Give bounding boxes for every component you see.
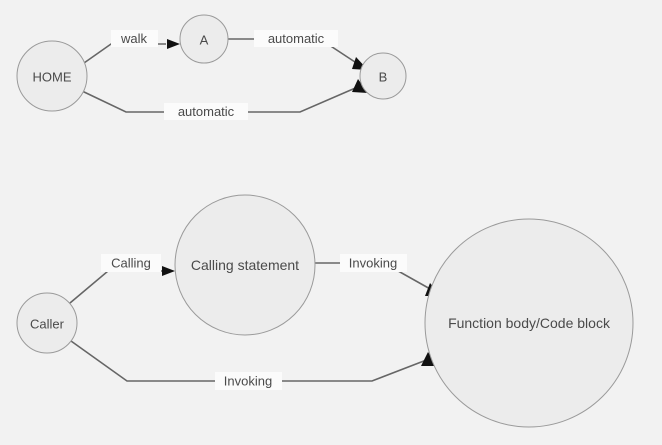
node-function-body-label: Function body/Code block [448,315,611,331]
function-invocation-diagram: Calling Invoking Invoking Caller [16,194,634,428]
node-calling-statement-circle [174,194,316,336]
edge-caller-to-calling-statement-line [69,270,162,304]
edge-caller-to-calling-statement[interactable]: Calling [69,254,175,304]
edge-home-to-b-label-bg [164,103,248,120]
edge-calling-statement-to-function-body-label: Invoking [349,256,397,271]
node-a-label: A [200,33,209,48]
node-calling-statement-label: Calling statement [191,257,299,273]
node-caller-label: Caller [30,317,65,332]
edge-home-to-b-label: automatic [178,104,235,119]
state-transition-diagram: walk automatic automatic HOME [16,14,407,120]
edge-home-to-b[interactable]: automatic [81,79,368,120]
node-b-label: B [379,70,388,85]
edge-caller-to-function-body-label: Invoking [224,374,272,389]
edge-caller-to-function-body[interactable]: Invoking [70,340,437,390]
node-home-label: HOME [33,70,72,85]
node-home[interactable]: HOME [16,40,88,112]
node-b-circle [359,52,407,100]
edge-caller-to-calling-statement-label: Calling [111,256,151,271]
node-home-circle [16,40,88,112]
edge-a-to-b-label: automatic [268,31,325,46]
edge-a-to-b-label-bg [254,30,338,47]
node-function-body-circle [424,218,634,428]
edge-caller-to-calling-statement-arrowhead [162,266,175,276]
edge-home-to-a-label-bg [111,30,158,47]
node-a[interactable]: A [179,14,229,64]
edge-home-to-a-arrowhead [167,39,180,49]
edge-home-to-a-label: walk [120,31,148,46]
node-calling-statement[interactable]: Calling statement [174,194,316,336]
node-a-circle [179,14,229,64]
node-caller[interactable]: Caller [16,292,78,354]
edge-caller-to-function-body-label-bg [215,372,282,390]
edge-calling-statement-to-function-body[interactable]: Invoking [315,254,441,296]
node-b[interactable]: B [359,52,407,100]
edge-calling-statement-to-function-body-label-bg [340,254,407,272]
node-function-body[interactable]: Function body/Code block [424,218,634,428]
node-caller-circle [16,292,78,354]
edge-a-to-b[interactable]: automatic [228,30,368,70]
edge-caller-to-calling-statement-label-bg [101,254,161,272]
edge-home-to-a[interactable]: walk [83,30,180,64]
